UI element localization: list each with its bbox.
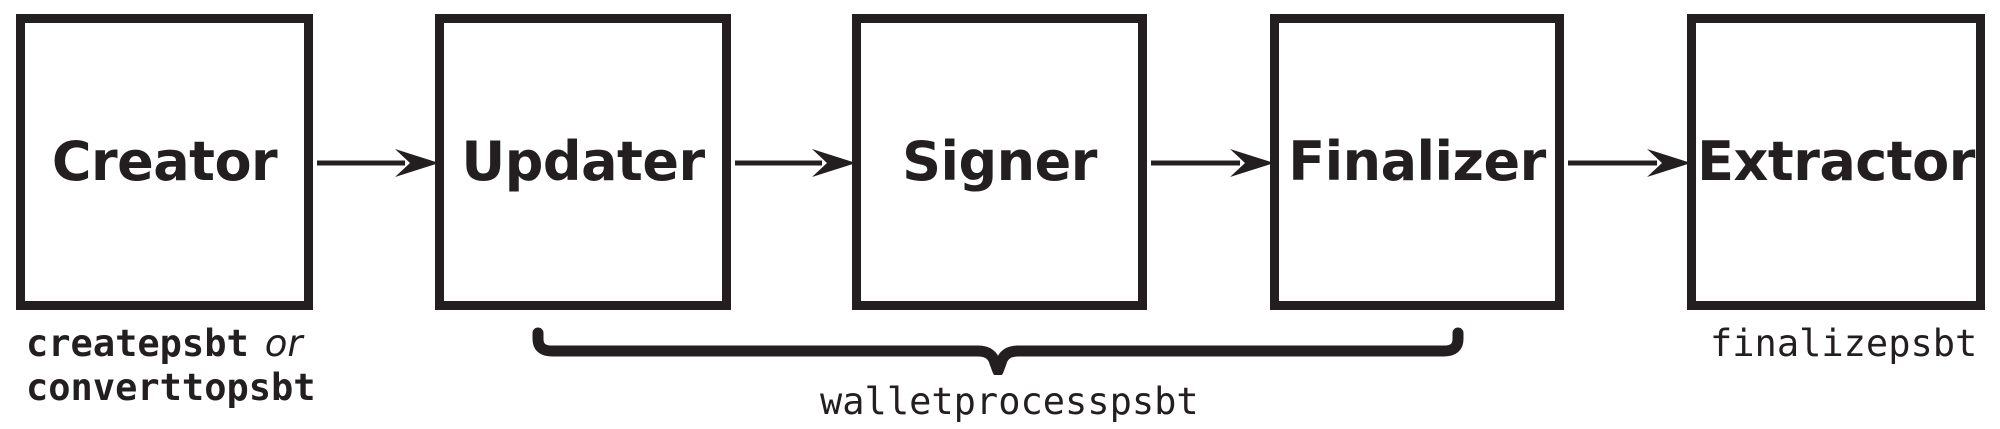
- caption-createpsbt: createpsbt: [26, 322, 249, 365]
- stage-box-extractor: Extractor: [1687, 14, 1985, 310]
- caption-finalizepsbt: finalizepsbt: [1710, 322, 1978, 365]
- caption-creator-line2: converttopsbt: [26, 366, 316, 409]
- grouping-brace: [532, 327, 1464, 375]
- caption-or-word: or: [264, 322, 303, 365]
- stage-label-finalizer: Finalizer: [1288, 130, 1546, 193]
- stage-box-updater: Updater: [435, 14, 731, 310]
- arrow-right-icon-finalizer-to-extractor: [1568, 149, 1691, 177]
- arrow-right-icon-updater-to-signer: [735, 149, 856, 177]
- stage-label-signer: Signer: [902, 130, 1097, 193]
- caption-walletprocesspsbt: walletprocesspsbt: [820, 380, 1199, 423]
- caption-creator-line1: createpsbt or: [26, 322, 303, 365]
- arrow-right-icon-creator-to-updater: [317, 149, 439, 177]
- arrow-right-icon-signer-to-finalizer: [1151, 149, 1274, 177]
- stage-label-updater: Updater: [461, 130, 705, 193]
- caption-converttopsbt: converttopsbt: [26, 366, 316, 409]
- stage-label-extractor: Extractor: [1697, 130, 1975, 193]
- stage-box-signer: Signer: [852, 14, 1147, 310]
- stage-box-finalizer: Finalizer: [1270, 14, 1564, 310]
- stage-label-creator: Creator: [51, 130, 278, 193]
- stage-box-creator: Creator: [16, 14, 313, 310]
